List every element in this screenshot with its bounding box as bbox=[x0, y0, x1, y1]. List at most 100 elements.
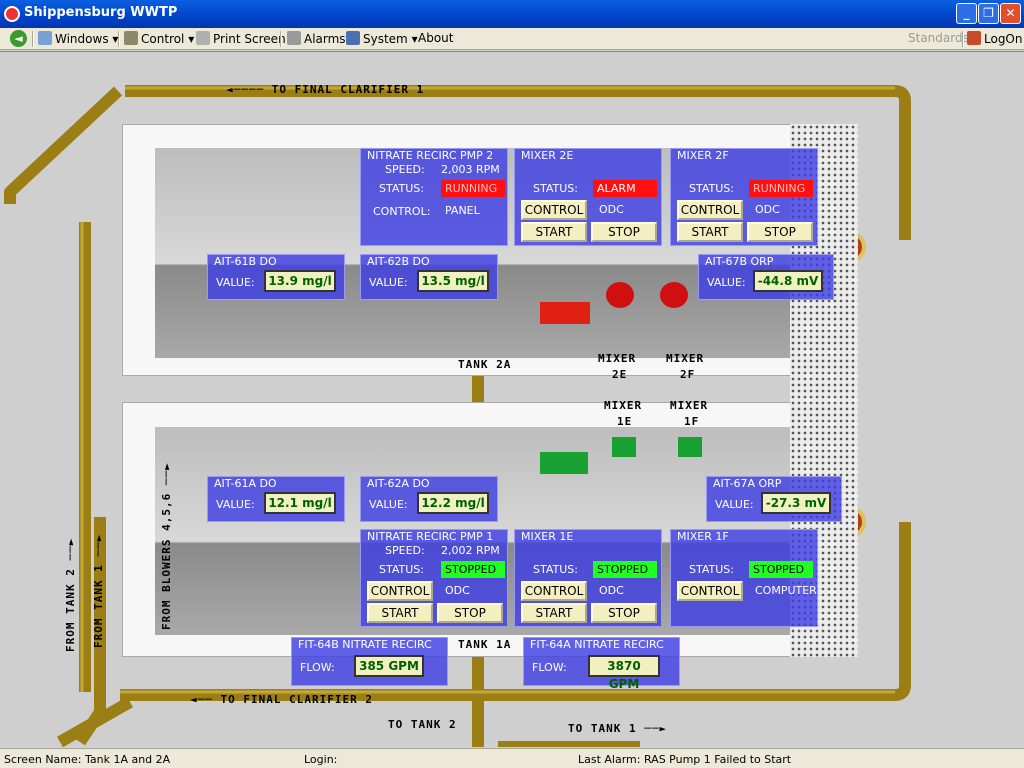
pump-2-speed: 2,003 RPM bbox=[441, 163, 500, 176]
label-mixer-1e-id: 1E bbox=[617, 415, 633, 428]
menu-logon[interactable]: LogOn bbox=[967, 31, 1022, 46]
ait-61a-title: AIT-61A DO bbox=[214, 477, 277, 490]
label-mixer-2f: MIXER bbox=[666, 352, 705, 365]
login-status: Login: bbox=[304, 753, 338, 766]
ait-61a-value: 12.1 mg/l bbox=[264, 492, 336, 514]
value-label: VALUE: bbox=[707, 276, 746, 289]
mixer-2e-status: ALARM bbox=[593, 180, 657, 197]
label-tank-2a: TANK 2A bbox=[458, 358, 512, 371]
menu-logon-label: LogOn bbox=[984, 32, 1023, 46]
mixer-2e-panel: MIXER 2E STATUS: ALARM CONTROL ODC START… bbox=[514, 148, 662, 246]
pump-2-title: NITRATE RECIRC PMP 2 bbox=[367, 149, 494, 162]
label-from-tank-1: FROM TANK 1 ──► bbox=[92, 533, 105, 648]
mixer-2e-control-button[interactable]: CONTROL bbox=[521, 200, 587, 220]
back-icon[interactable]: ◄ bbox=[10, 30, 27, 47]
label-mixer-2e-id: 2E bbox=[612, 368, 628, 381]
pump-2-status: RUNNING bbox=[441, 180, 505, 197]
label-from-tank-2: FROM TANK 2 ──► bbox=[64, 537, 77, 652]
mixer-1e-control-button[interactable]: CONTROL bbox=[521, 581, 587, 601]
label-to-final-clarifier-2: ◄── TO FINAL CLARIFIER 2 bbox=[190, 693, 373, 706]
ait-62a-title: AIT-62A DO bbox=[367, 477, 430, 490]
mixer-1e-panel: MIXER 1E STATUS: STOPPED CONTROL ODC STA… bbox=[514, 529, 662, 627]
fit-64a-title: FIT-64A NITRATE RECIRC bbox=[530, 638, 664, 651]
fit-64b-flow: 385 GPM bbox=[354, 655, 424, 677]
pump-2-control-mode: PANEL bbox=[445, 204, 480, 217]
menu-alarms-label: Alarms bbox=[304, 32, 346, 46]
value-label: VALUE: bbox=[369, 276, 408, 289]
label-from-blowers: FROM BLOWERS 4,5,6 ──► bbox=[160, 462, 173, 630]
mixer-1e-start-button[interactable]: START bbox=[521, 603, 587, 623]
ait-61b-panel: AIT-61B DO VALUE: 13.9 mg/l bbox=[207, 254, 345, 300]
speed-label: SPEED: bbox=[385, 544, 425, 557]
ait-62b-title: AIT-62B DO bbox=[367, 255, 430, 268]
mixer-1e-title: MIXER 1E bbox=[521, 530, 574, 543]
menu-standards[interactable]: Standards bbox=[908, 31, 969, 45]
mixer-2f-status: RUNNING bbox=[749, 180, 813, 197]
minimize-button[interactable]: _ bbox=[956, 3, 977, 24]
menu-about-label: About bbox=[418, 31, 454, 45]
close-button[interactable]: ✕ bbox=[1000, 3, 1021, 24]
pump-2-icon bbox=[540, 302, 590, 324]
pump-2-panel: NITRATE RECIRC PMP 2 SPEED: 2,003 RPM ST… bbox=[360, 148, 508, 246]
last-alarm: Last Alarm: RAS Pump 1 Failed to Start bbox=[578, 753, 792, 766]
menu-separator bbox=[118, 31, 120, 47]
mixer-1f-status: STOPPED bbox=[749, 561, 813, 578]
pump-1-control-button[interactable]: CONTROL bbox=[367, 581, 433, 601]
fit-64b-title: FIT-64B NITRATE RECIRC bbox=[298, 638, 432, 651]
printer-icon bbox=[196, 31, 210, 45]
mixer-2f-title: MIXER 2F bbox=[677, 149, 729, 162]
menu-system-label: System bbox=[363, 32, 408, 46]
value-label: VALUE: bbox=[216, 276, 255, 289]
menu-control[interactable]: Control ▾ bbox=[124, 31, 194, 46]
ait-62b-panel: AIT-62B DO VALUE: 13.5 mg/l bbox=[360, 254, 498, 300]
app-logo-icon bbox=[4, 6, 20, 22]
status-label: STATUS: bbox=[379, 182, 424, 195]
mixer-2e-stop-button[interactable]: STOP bbox=[591, 222, 657, 242]
label-mixer-1f: MIXER bbox=[670, 399, 709, 412]
menu-windows[interactable]: Windows ▾ bbox=[38, 31, 118, 46]
control-label: CONTROL: bbox=[373, 205, 431, 218]
fit-64a-panel: FIT-64A NITRATE RECIRC FLOW: 3870 GPM bbox=[523, 637, 680, 691]
flow-label: FLOW: bbox=[532, 661, 567, 674]
pump-1-stop-button[interactable]: STOP bbox=[437, 603, 503, 623]
label-mixer-1f-id: 1F bbox=[684, 415, 700, 428]
menu-print-screen[interactable]: Print Screen bbox=[196, 31, 286, 46]
pump-1-control-mode: ODC bbox=[445, 584, 470, 597]
label-mixer-1e: MIXER bbox=[604, 399, 643, 412]
mixer-2f-panel: MIXER 2F STATUS: RUNNING CONTROL ODC STA… bbox=[670, 148, 818, 246]
mixer-1f-control-button[interactable]: CONTROL bbox=[677, 581, 743, 601]
label-to-final-clarifier-1: ◄──── TO FINAL CLARIFIER 1 bbox=[226, 83, 425, 96]
window-title: Shippensburg WWTP bbox=[24, 5, 178, 20]
screen-name: Screen Name: Tank 1A and 2A bbox=[4, 753, 171, 766]
ait-67a-value: -27.3 mV bbox=[761, 492, 831, 514]
mixer-1e-status: STOPPED bbox=[593, 561, 657, 578]
maximize-button[interactable]: ❐ bbox=[978, 3, 999, 24]
menu-separator bbox=[32, 31, 34, 47]
mixer-2f-start-button[interactable]: START bbox=[677, 222, 743, 242]
menu-bar: ◄ Windows ▾ Control ▾ Print Screen Alarm… bbox=[0, 28, 1024, 50]
status-label: STATUS: bbox=[689, 563, 734, 576]
ait-67b-value: -44.8 mV bbox=[753, 270, 823, 292]
mixer-2f-control-button[interactable]: CONTROL bbox=[677, 200, 743, 220]
fit-64b-panel: FIT-64B NITRATE RECIRC FLOW: 385 GPM bbox=[291, 637, 448, 686]
menu-alarms[interactable]: Alarms bbox=[287, 31, 346, 46]
mixer-1f-panel: MIXER 1F STATUS: STOPPED CONTROL COMPUTE… bbox=[670, 529, 818, 627]
menu-about[interactable]: About bbox=[418, 31, 453, 45]
menu-separator bbox=[962, 31, 964, 47]
menu-separator bbox=[280, 31, 282, 47]
ait-62a-value: 12.2 mg/l bbox=[417, 492, 489, 514]
ait-62a-panel: AIT-62A DO VALUE: 12.2 mg/l bbox=[360, 476, 498, 522]
status-label: STATUS: bbox=[379, 563, 424, 576]
flow-label: FLOW: bbox=[300, 661, 335, 674]
menu-control-label: Control bbox=[141, 32, 185, 46]
mixer-2e-start-button[interactable]: START bbox=[521, 222, 587, 242]
logon-icon bbox=[967, 31, 981, 45]
system-icon bbox=[346, 31, 360, 45]
mixer-1e-stop-button[interactable]: STOP bbox=[591, 603, 657, 623]
mixer-2f-stop-button[interactable]: STOP bbox=[747, 222, 813, 242]
pump-1-start-button[interactable]: START bbox=[367, 603, 433, 623]
mixer-2f-control-mode: ODC bbox=[755, 203, 780, 216]
menu-system[interactable]: System ▾ bbox=[346, 31, 418, 46]
title-bar: Shippensburg WWTP _ ❐ ✕ bbox=[0, 0, 1024, 28]
value-label: VALUE: bbox=[715, 498, 754, 511]
